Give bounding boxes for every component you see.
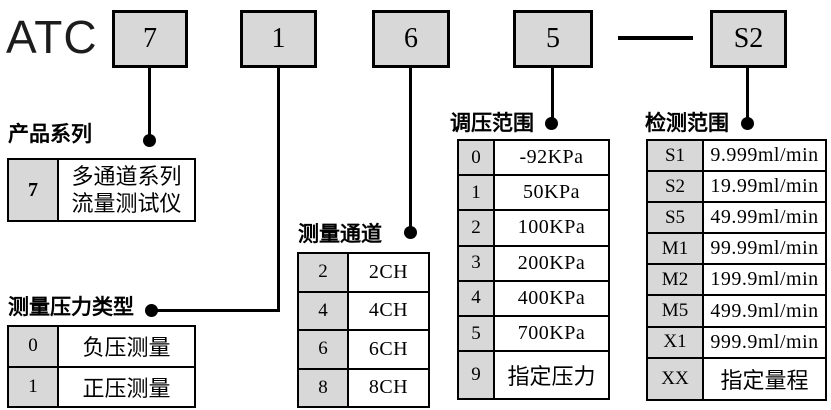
title-pressure-range: 调压范围: [450, 111, 534, 135]
title-detection-range: 检测范围: [645, 111, 729, 135]
table-row: S1 9.999ml/min: [646, 138, 827, 173]
code-value: 49.99ml/min: [702, 201, 827, 235]
code-key: M2: [646, 263, 704, 297]
code-key: S5: [646, 201, 704, 235]
code-value: 499.9ml/min: [702, 294, 827, 328]
connector-series-bullet: [143, 134, 156, 147]
product-prefix: ATC: [6, 11, 98, 63]
code-value: 100KPa: [493, 209, 610, 247]
table-row: M2 199.9ml/min: [646, 263, 827, 297]
connector-pressure-type-vline: [277, 67, 280, 312]
table-row: 7 多通道系列 流量测试仪: [7, 158, 196, 222]
code-key: S1: [646, 138, 704, 173]
connector-channels-line: [409, 67, 412, 229]
table-row: X1 999.9ml/min: [646, 325, 827, 359]
code-value: 6CH: [347, 329, 430, 370]
code-key: 2: [297, 252, 349, 293]
separator-dash: [618, 36, 693, 40]
code-value: 99.99ml/min: [702, 232, 827, 266]
code-key: 0: [7, 325, 59, 368]
connector-series-line: [148, 67, 151, 139]
code-key: 6: [297, 329, 349, 370]
table-row: 3 200KPa: [457, 244, 610, 282]
code-value: 8CH: [347, 367, 430, 408]
code-value: 199.9ml/min: [702, 263, 827, 297]
table-row: XX 指定量程: [646, 356, 827, 402]
code-key: 2: [457, 209, 495, 247]
table-row: S5 49.99ml/min: [646, 201, 827, 235]
title-pressure-type: 测量压力类型: [8, 295, 134, 319]
table-row: M5 499.9ml/min: [646, 294, 827, 328]
code-value: 正压测量: [57, 365, 196, 408]
table-pressure-type: 0 负压测量 1 正压测量: [7, 325, 196, 408]
connector-pressure-type-hline: [152, 309, 280, 312]
code-value: 负压测量: [57, 325, 196, 368]
code-value: 指定量程: [702, 356, 827, 402]
table-row: 5 700KPa: [457, 314, 610, 353]
code-value: 指定压力: [493, 350, 610, 400]
table-pressure-range: 0 -92KPa 1 50KPa 2 100KPa 3 200KPa 4 400…: [457, 138, 610, 400]
code-box-series: 7: [112, 10, 188, 68]
code-key: M5: [646, 294, 704, 328]
table-detection-range: S1 9.999ml/min S2 19.99ml/min S5 49.99ml…: [646, 138, 827, 402]
title-channels: 测量通道: [298, 222, 382, 246]
table-product-series: 7 多通道系列 流量测试仪: [7, 158, 196, 222]
code-value: 400KPa: [493, 279, 610, 317]
code-value: 9.999ml/min: [702, 138, 827, 173]
table-row: 0 -92KPa: [457, 138, 610, 177]
table-row: 8 8CH: [297, 367, 430, 408]
code-key: XX: [646, 356, 704, 402]
code-box-pressure-type: 1: [240, 10, 317, 68]
code-value: 700KPa: [493, 314, 610, 353]
code-box-pressure-range: 5: [513, 10, 593, 68]
code-value: 2CH: [347, 252, 430, 293]
table-row: S2 19.99ml/min: [646, 170, 827, 204]
code-value: -92KPa: [493, 138, 610, 177]
table-row: 1 正压测量: [7, 365, 196, 408]
code-key: 9: [457, 350, 495, 400]
code-key: 0: [457, 138, 495, 177]
code-key: 1: [7, 365, 59, 408]
table-row: 6 6CH: [297, 329, 430, 370]
table-channels: 2 2CH 4 4CH 6 6CH 8 8CH: [297, 252, 430, 408]
code-value: 19.99ml/min: [702, 170, 827, 204]
table-row: 2 100KPa: [457, 209, 610, 247]
code-key: 3: [457, 244, 495, 282]
code-key: 4: [297, 290, 349, 331]
table-row: M1 99.99ml/min: [646, 232, 827, 266]
title-product-series: 产品系列: [8, 122, 92, 146]
connector-channels-bullet: [404, 226, 417, 239]
table-row: 0 负压测量: [7, 325, 196, 368]
table-row: 4 4CH: [297, 290, 430, 331]
code-value: 4CH: [347, 290, 430, 331]
connector-pressure-range-line: [551, 67, 554, 121]
code-key: 5: [457, 314, 495, 353]
connector-pressure-type-bullet: [145, 304, 158, 317]
code-key: S2: [646, 170, 704, 204]
code-key: 4: [457, 279, 495, 317]
table-row: 9 指定压力: [457, 350, 610, 400]
table-row: 2 2CH: [297, 252, 430, 293]
code-key: 1: [457, 174, 495, 212]
code-key: 8: [297, 367, 349, 408]
connector-detection-range-line: [746, 67, 749, 121]
code-box-channels: 6: [372, 10, 450, 68]
table-row: 4 400KPa: [457, 279, 610, 317]
code-key: X1: [646, 325, 704, 359]
code-key: M1: [646, 232, 704, 266]
code-key: 7: [7, 158, 59, 222]
code-value: 多通道系列 流量测试仪: [57, 158, 196, 222]
code-value: 999.9ml/min: [702, 325, 827, 359]
code-value: 200KPa: [493, 244, 610, 282]
code-box-detection-range: S2: [710, 10, 787, 68]
table-row: 1 50KPa: [457, 174, 610, 212]
connector-detection-range-bullet: [741, 117, 754, 130]
code-value: 50KPa: [493, 174, 610, 212]
connector-pressure-range-bullet: [545, 117, 558, 130]
